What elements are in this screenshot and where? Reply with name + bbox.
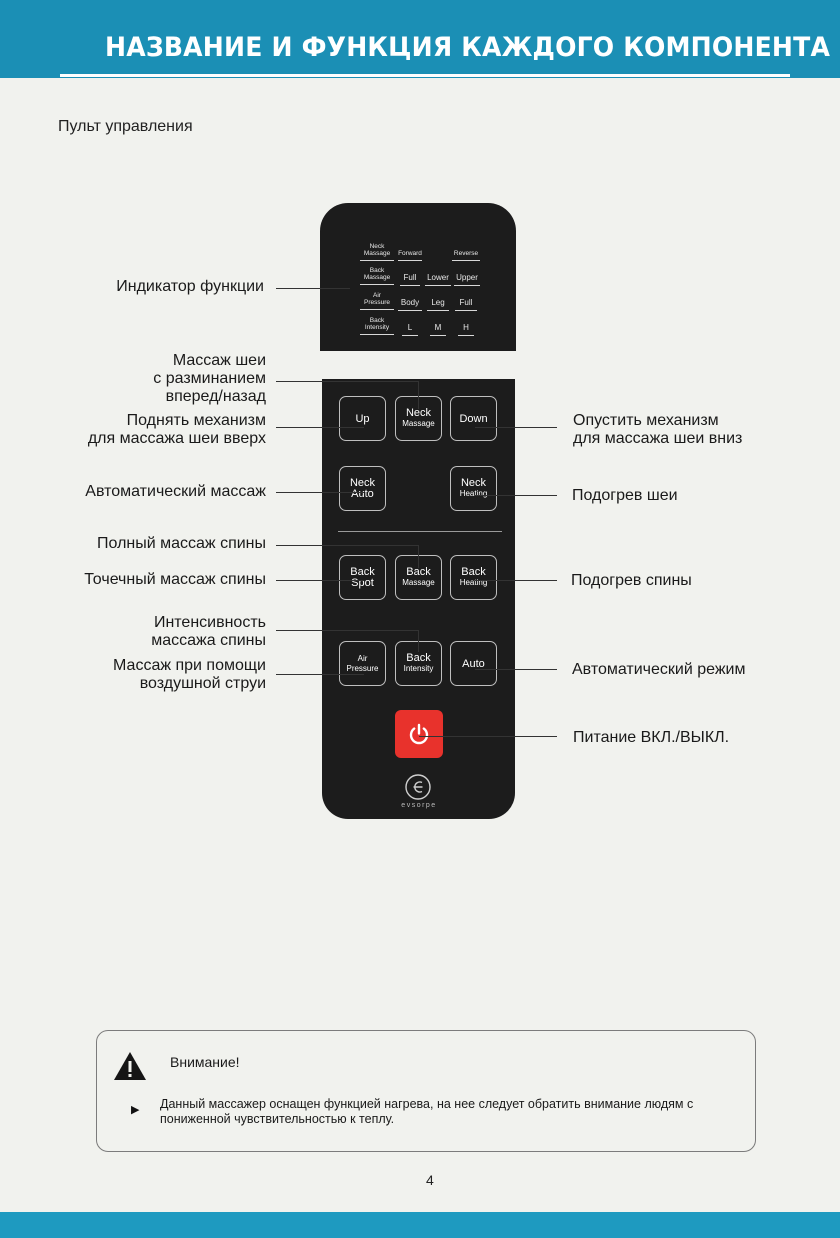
indicator-body: Body <box>398 299 422 311</box>
leader-neck-massage <box>276 381 418 382</box>
label-lower-neck: Опустить механизм для массажа шеи вниз <box>573 412 743 447</box>
indicator-lower: Lower <box>425 274 451 286</box>
neck-massage-button[interactable]: Neck Massage <box>395 396 442 441</box>
indicator-full-2: Full <box>455 299 477 311</box>
leader-lower-neck <box>475 427 557 428</box>
indicator-high: H <box>458 324 474 336</box>
panel-divider <box>338 531 502 532</box>
power-icon <box>409 723 429 745</box>
leader-back-intensity-vertical <box>418 630 419 652</box>
label-neck-massage: Массаж шеи с разминанием вперед/назад <box>153 352 266 405</box>
leader-power <box>419 736 557 737</box>
label-air-massage: Массаж при помощи воздушной струи <box>113 657 266 692</box>
header-underline <box>60 74 790 77</box>
label-auto-massage: Автоматический массаж <box>85 483 266 500</box>
header-banner <box>0 0 840 78</box>
power-button[interactable] <box>395 710 443 758</box>
leader-back-intensity <box>276 630 418 631</box>
leader-auto-mode <box>475 669 557 670</box>
label-back-heating: Подогрев спины <box>571 572 692 589</box>
auto-button[interactable]: Auto <box>450 641 497 686</box>
leader-raise-neck <box>276 427 364 428</box>
label-neck-heating: Подогрев шеи <box>572 487 678 504</box>
indicator-mid: M <box>430 324 446 336</box>
leader-full-back-vertical <box>418 545 419 568</box>
indicator-forward: Forward <box>398 250 422 261</box>
indicator-upper: Upper <box>454 274 480 286</box>
warning-text: Данный массажер оснащен функцией нагрева… <box>160 1097 694 1126</box>
brand-logo-icon <box>405 774 431 800</box>
label-power: Питание ВКЛ./ВЫКЛ. <box>573 729 730 746</box>
leader-air-massage <box>276 674 364 675</box>
label-full-back: Полный массаж спины <box>97 535 266 552</box>
neck-heating-button[interactable]: Neck Heating <box>450 466 497 511</box>
label-function-indicator: Индикатор функции <box>116 278 264 295</box>
down-button[interactable]: Down <box>450 396 497 441</box>
indicator-reverse: Reverse <box>452 250 480 261</box>
warning-bullet-icon: ▶ <box>131 1104 140 1116</box>
leader-full-back <box>276 545 418 546</box>
warning-box <box>96 1030 756 1152</box>
section-label: Пульт управления <box>58 118 193 135</box>
brand-name: evsorpe <box>401 802 437 809</box>
indicator-leg: Leg <box>427 299 449 311</box>
indicator-full: Full <box>400 274 420 286</box>
label-auto-mode: Автоматический режим <box>572 661 746 678</box>
air-pressure-button[interactable]: Air Pressure <box>339 641 386 686</box>
leader-function-indicator <box>276 288 350 289</box>
footer-band <box>0 1212 840 1238</box>
label-raise-neck: Поднять механизм для массажа шеи вверх <box>87 412 266 447</box>
warning-title: Внимание! <box>170 1054 240 1070</box>
neck-auto-button[interactable]: Neck Auto <box>339 466 386 511</box>
back-intensity-button[interactable]: Back Intensity <box>395 641 442 686</box>
label-spot-back: Точечный массаж спины <box>84 571 266 588</box>
leader-spot-back <box>276 580 364 581</box>
indicator-low: L <box>402 324 418 336</box>
page-number: 4 <box>426 1172 434 1188</box>
back-spot-button[interactable]: Back Spot <box>339 555 386 600</box>
warning-triangle-icon <box>114 1052 146 1080</box>
leader-neck-massage-vertical <box>418 381 419 409</box>
page-title: НАЗВАНИЕ И ФУНКЦИЯ КАЖДОГО КОМПОНЕНТА <box>105 32 831 63</box>
back-heating-button[interactable]: Back Heating <box>450 555 497 600</box>
up-button[interactable]: Up <box>339 396 386 441</box>
leader-back-heating <box>475 580 557 581</box>
label-back-intensity: Интенсивность массажа спины <box>151 614 266 649</box>
leader-neck-heating <box>475 495 557 496</box>
leader-auto-massage <box>276 492 364 493</box>
